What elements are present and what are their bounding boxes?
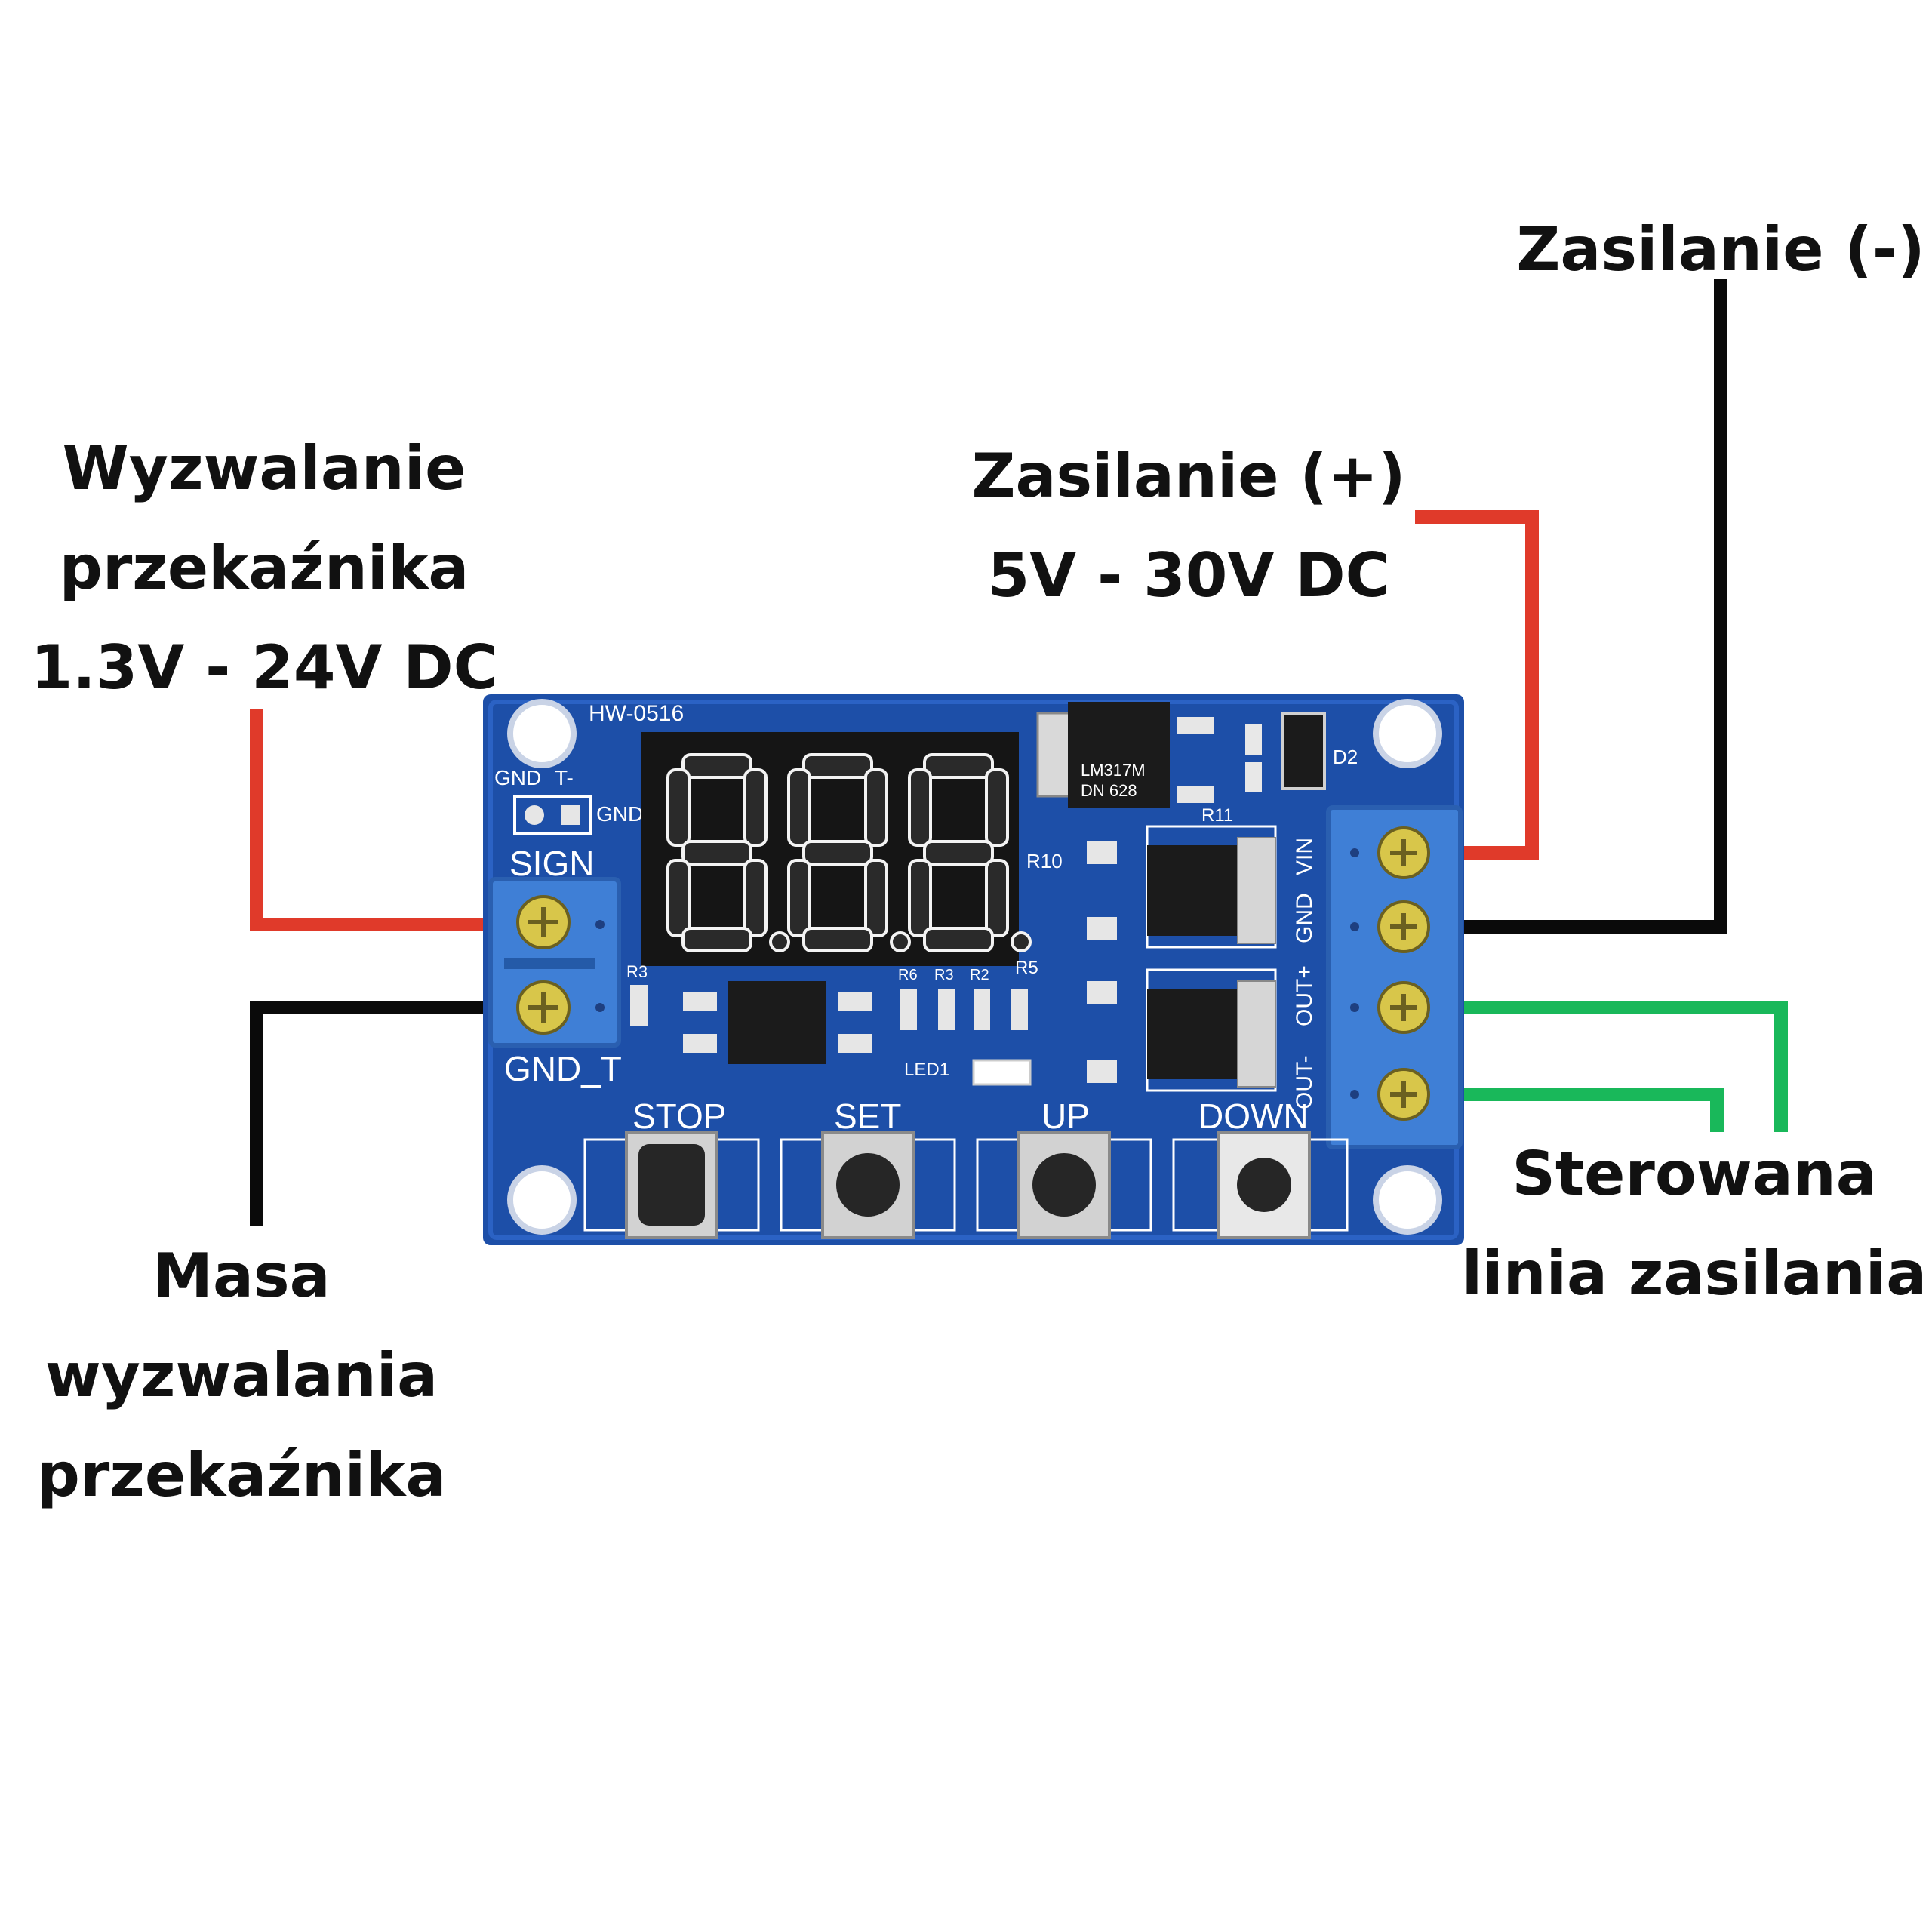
red-wire-power-plus <box>1415 510 1539 860</box>
display-digit-2 <box>787 753 911 952</box>
display-digit-1 <box>666 753 790 952</box>
label-d2: D2 <box>1333 746 1358 768</box>
up-button[interactable] <box>976 1131 1152 1239</box>
set-button[interactable] <box>780 1131 956 1239</box>
diode-d2 <box>1281 712 1326 790</box>
mount-hole-br <box>1373 1165 1442 1235</box>
sign-terminal-label: SIGN <box>509 844 594 883</box>
label-led1: LED1 <box>904 1060 949 1080</box>
power-plus-label-line-2: 5V - 30V DC <box>987 540 1390 611</box>
controlled-line-label: Sterowana linia zasilania <box>1457 1124 1932 1324</box>
power-pin-labels: VIN GND OUT+ OUT- <box>1292 838 1317 1109</box>
button-label-down: DOWN <box>1198 1097 1309 1136</box>
jumper-pin-2 <box>561 805 580 825</box>
label-r3-left: R3 <box>626 962 648 981</box>
jumper-label-t: T- <box>555 766 574 789</box>
mount-hole-tr <box>1373 699 1442 768</box>
label-r10: R10 <box>1026 850 1063 872</box>
label-r5: R5 <box>1015 958 1038 978</box>
black-wire-power-minus <box>1464 279 1727 934</box>
label-r2: R2 <box>970 967 989 983</box>
trigger-ground-label-line-2: wyzwalania <box>45 1340 438 1411</box>
display-digits <box>666 753 1032 952</box>
mount-hole-bl <box>507 1165 577 1235</box>
down-button[interactable] <box>1172 1131 1349 1239</box>
mosfet-2 <box>1147 989 1238 1079</box>
power-minus-label: Zasilanie (-) <box>1509 200 1932 300</box>
trigger-ground-label-line-1: Masa <box>152 1241 331 1311</box>
regulator-chip <box>1068 702 1170 808</box>
power-plus-label: Zasilanie (+) 5V - 30V DC <box>962 426 1415 626</box>
trigger-label: Wyzwalanie przekaźnika 1.3V - 24V DC <box>30 419 498 718</box>
trigger-label-line-1: Wyzwalanie <box>62 433 466 503</box>
trigger-ground-label-line-3: przekaźnika <box>36 1440 447 1510</box>
label-r11: R11 <box>1201 805 1233 826</box>
pin-label-gnd: GND <box>1292 893 1317 943</box>
button-label-up: UP <box>1041 1097 1090 1136</box>
power-minus-label-line-1: Zasilanie (-) <box>1516 214 1925 285</box>
pin-label-out-minus: OUT- <box>1292 1055 1317 1109</box>
trigger-label-line-3: 1.3V - 24V DC <box>30 632 498 703</box>
button-label-stop: STOP <box>632 1097 726 1136</box>
label-r6: R6 <box>898 967 918 983</box>
led1 <box>972 1059 1032 1086</box>
mount-hole-tl <box>507 699 577 768</box>
power-terminal-block <box>1326 805 1463 1149</box>
pcb: HW-0516 GND T- GND SIGN GND_T <box>483 694 1464 1245</box>
red-wire-trigger <box>250 709 491 931</box>
jumper-label-gnd: GND <box>494 766 541 789</box>
black-wire-trigger-ground <box>250 1001 491 1226</box>
green-wire-out-minus <box>1464 1088 1724 1132</box>
stop-button[interactable] <box>583 1131 760 1239</box>
trigger-label-line-2: przekaźnika <box>59 533 469 603</box>
regulator-text-1: LM317M <box>1081 761 1146 780</box>
power-terminal-screws <box>1350 826 1430 1121</box>
label-r3: R3 <box>934 967 954 983</box>
gnd-t-terminal-label: GND_T <box>504 1049 622 1088</box>
jumper-header <box>513 795 592 835</box>
pin-label-vin: VIN <box>1292 838 1317 875</box>
power-plus-label-line-1: Zasilanie (+) <box>971 441 1406 511</box>
controlled-line-label-line-2: linia zasilania <box>1461 1238 1927 1309</box>
display-digit-3 <box>908 753 1032 952</box>
board-model-text: HW-0516 <box>589 701 684 726</box>
jumper-label-gnd-2: GND <box>596 802 643 826</box>
optocoupler <box>728 981 826 1064</box>
wires <box>250 279 1788 1226</box>
button-label-set: SET <box>834 1097 901 1136</box>
mosfet-1 <box>1147 845 1238 936</box>
jumper-pin-1 <box>525 805 544 825</box>
regulator-text-2: DN 628 <box>1081 781 1137 800</box>
trigger-ground-label: Masa wyzwalania przekaźnika <box>30 1226 453 1525</box>
controlled-line-label-line-1: Sterowana <box>1512 1139 1877 1209</box>
pin-label-out-plus: OUT+ <box>1292 965 1317 1026</box>
green-wire-out-plus <box>1464 1001 1788 1132</box>
